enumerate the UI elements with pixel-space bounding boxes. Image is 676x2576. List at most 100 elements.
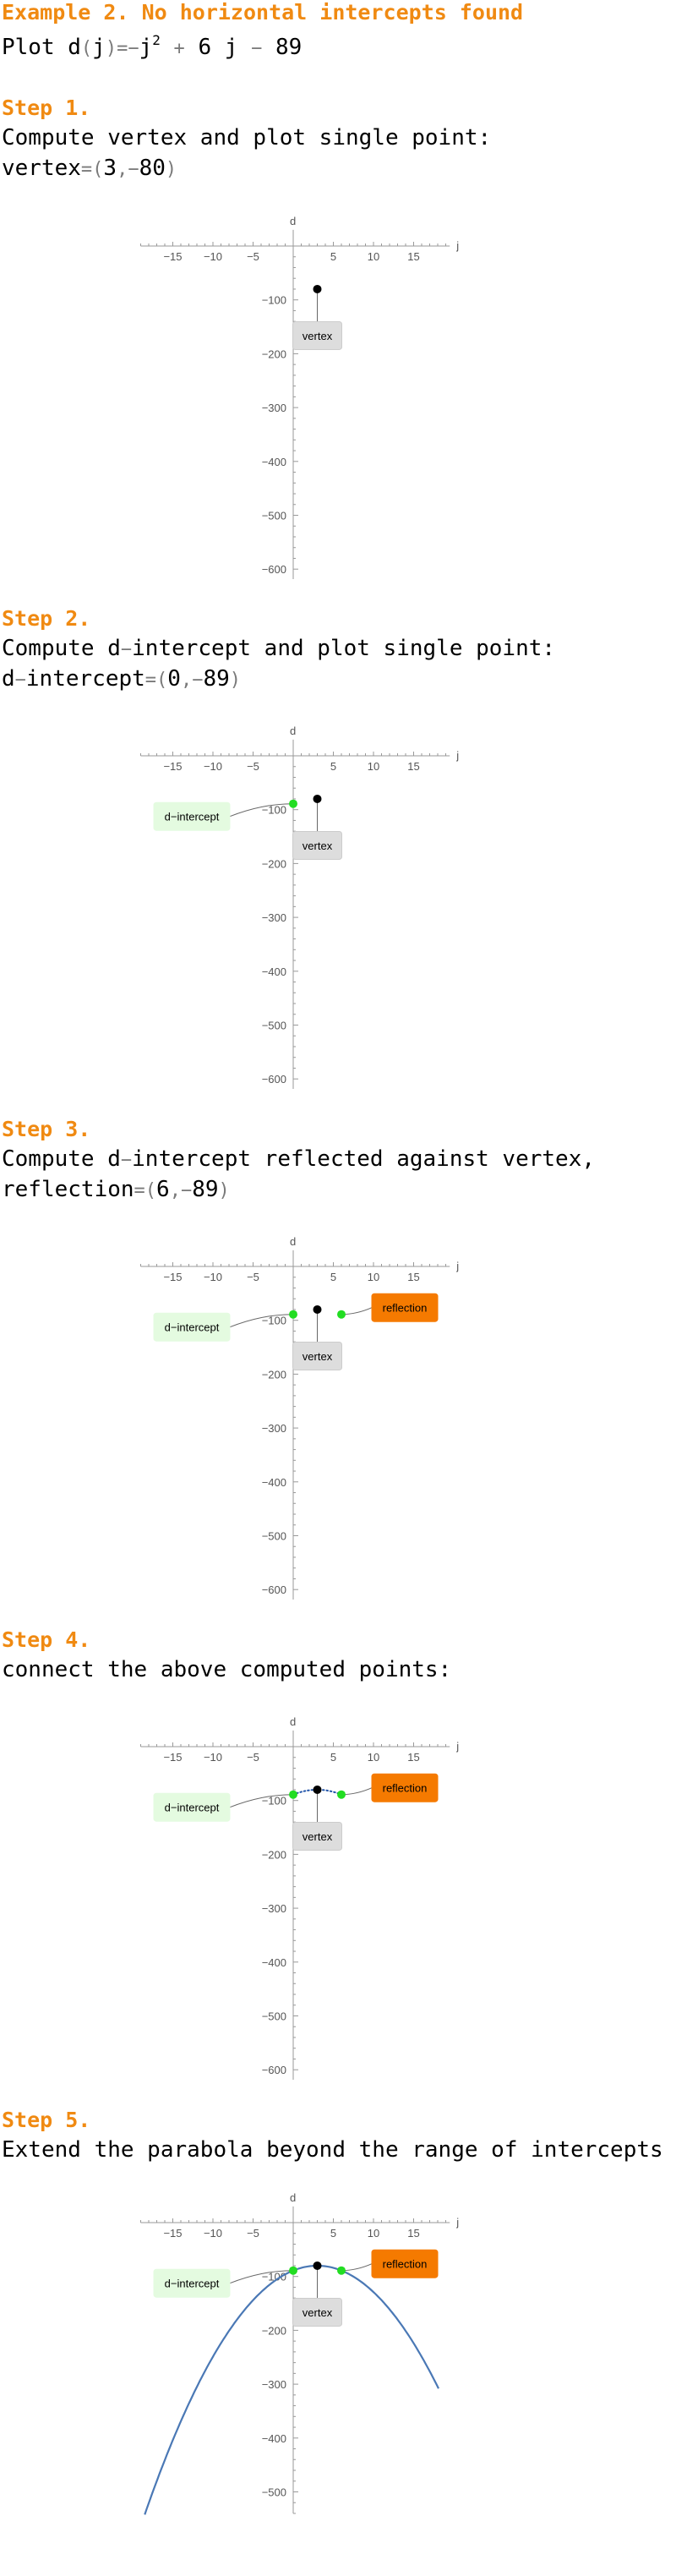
y-tick-label: −500 [262,1020,286,1032]
y-tick-label: −400 [262,456,286,468]
callout-label: vertex [303,1350,333,1363]
y-tick-label: −400 [262,1476,286,1489]
x-tick-label: 15 [407,1751,419,1764]
step-2-text-a: Compute d [2,636,121,661]
x-tick-label: 10 [368,1751,379,1764]
intercept-x: 0 [167,666,181,692]
y-axis-label: d [290,215,296,227]
minus-sign-2: − [251,38,263,59]
callout-box [153,1312,231,1342]
y-tick-label: −600 [262,1583,286,1596]
minus-sign-2: − [192,670,204,691]
callout-box [371,2249,439,2278]
data-point [313,794,322,803]
step-3-text-b: intercept reflected against vertex, [132,1146,596,1172]
x-tick-label: 5 [330,2227,336,2240]
callout-box [292,320,342,350]
x-tick-label: 15 [407,2227,419,2240]
data-point [337,1790,346,1799]
x-tick-label: 15 [407,250,419,263]
step-4-title: Step 4. [2,1627,91,1652]
step-2-title: Step 2. [2,606,91,631]
data-point [337,1310,346,1319]
callout-box [371,1293,439,1322]
step-3-text-a: Compute d [2,1146,121,1172]
y-axis-label: d [290,1715,296,1728]
callout-label: vertex [303,1830,333,1843]
data-point [289,799,297,808]
y-tick-label: −100 [262,1315,286,1327]
x-tick-label: 5 [330,760,336,773]
x-tick-label: −15 [163,2227,182,2240]
equals-sign: = [117,38,128,59]
paren-close: ) [229,670,242,691]
intercept-text-b: intercept [25,666,145,692]
reflection-x: 6 [156,1177,170,1202]
paren-close: ) [105,38,117,59]
callout-leader-line [229,1794,294,1808]
x-tick-label: −10 [204,1751,222,1764]
callout-box [292,2297,342,2327]
y-tick-label: −200 [262,1368,286,1381]
vertex-x: 3 [103,156,117,181]
minus-sign-2: − [180,1180,193,1201]
data-point [313,2261,322,2270]
intercept-y: 89 [203,666,230,692]
x-tick-label: −10 [204,2227,222,2240]
exponent: 2 [152,32,161,48]
x-tick-label: −5 [247,1751,259,1764]
callout-leader-line [229,2270,294,2284]
y-tick-label: −500 [262,1530,286,1543]
x-tick-label: −15 [163,250,182,263]
step-2-text-b: intercept and plot single point: [132,636,556,661]
y-axis-label: d [290,725,296,737]
y-tick-label: −400 [262,1956,286,1969]
y-tick-label: −600 [262,2064,286,2076]
x-axis-label: j [455,749,459,762]
y-tick-label: −200 [262,857,286,870]
y-tick-label: −500 [262,2010,286,2023]
y-tick-label: −100 [262,804,286,817]
y-tick-label: −500 [262,2486,286,2499]
y-tick-label: −400 [262,965,286,978]
callout-label: vertex [303,2306,333,2319]
x-tick-label: −10 [204,250,222,263]
y-tick-label: −300 [262,911,286,924]
comma: , [169,1180,181,1201]
paren-close: ) [218,1180,230,1201]
y-tick-label: −500 [262,510,286,522]
x-tick-label: 15 [407,1271,419,1283]
y-tick-label: −100 [262,294,286,307]
callout-label: vertex [303,330,333,342]
comma: , [180,670,193,691]
equals-sign: = [144,670,157,691]
equals-sign: = [134,1180,145,1201]
step-5-title: Step 5. [2,2108,91,2132]
step-1-line-1: Compute vertex and plot single point: [2,125,492,150]
x-axis-label: j [455,1260,459,1272]
callout-label: reflection [383,1782,428,1795]
linear-term: 6 j [198,35,238,60]
equals-sign: = [80,159,93,180]
x-tick-label: −5 [247,1271,259,1283]
callout-leader-line [341,1787,373,1796]
x-tick-label: −5 [247,760,259,773]
y-tick-label: −600 [262,563,286,576]
x-tick-label: 10 [368,760,379,773]
paren-open: ( [156,670,168,691]
data-point [313,1785,322,1794]
step-2-line-1: Compute d−intercept and plot single poin… [2,636,555,661]
minus-sign: − [14,670,26,691]
callout-box [292,830,342,860]
y-tick-label: −200 [262,1848,286,1861]
x-axis-label: j [455,239,459,252]
data-point [289,1310,297,1319]
reflection-text: reflection [2,1177,134,1202]
step-2-line-2: d−intercept=(0,−89) [2,666,241,692]
plot-prefix: Plot d [2,35,81,60]
data-point [289,2266,297,2275]
paren-close: ) [165,159,177,180]
